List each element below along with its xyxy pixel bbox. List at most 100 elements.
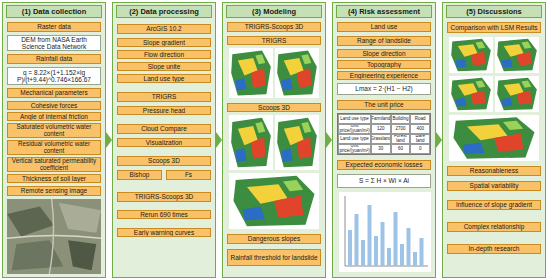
process-box: Visualization [117, 138, 211, 147]
process-box: Thickness of soil layer [7, 174, 101, 183]
box-label: Visualization [146, 139, 182, 146]
stage-heading: (2) Data processing [116, 5, 212, 18]
process-box: Complex relationship [447, 222, 541, 232]
box-label: Early warning curves [134, 229, 194, 236]
process-box: Raster data [7, 22, 101, 32]
box-label: Slope gradient [143, 39, 185, 46]
table-cell: Forest land [391, 134, 411, 144]
model-maps [229, 48, 319, 229]
box-label: Remote sensing image [21, 187, 87, 194]
process-box: Comparison with LSM Results [447, 22, 541, 33]
remote-sensing-picture [7, 199, 101, 274]
box-label: Residual volumetric water content [10, 141, 98, 155]
formula-box: S = Σ H × Wi × Ai [337, 174, 431, 188]
table-cell: Unit price/(yuan/m²) [338, 124, 371, 134]
flow-arrow [106, 132, 112, 148]
stage-heading: (5) Discussions [446, 5, 542, 18]
box-label: Land use type [144, 75, 185, 82]
table-cell: 60 [391, 144, 411, 154]
column-ground [2, 2, 546, 278]
process-box: Mechanical parameters [7, 88, 101, 98]
box-label: Rerun 690 times [140, 211, 188, 218]
process-box: Rerun 690 times [117, 210, 211, 219]
box-label: Dangerous slopes [248, 235, 300, 242]
box-label: Saturated volumetric water content [10, 124, 98, 138]
box-label: Complex relationship [464, 223, 525, 230]
process-box: Influence of slope gradient [447, 200, 541, 210]
flow-arrow [326, 132, 332, 148]
box-label: Slope direction [363, 50, 406, 57]
formula-box: Lmax = 2·(H1 − H2) [337, 83, 431, 95]
process-box: Engineering experience [337, 71, 431, 80]
box-label: Scoops 3D [148, 157, 180, 164]
table-cell: Grassland [371, 134, 391, 144]
stage-panel: (5) DiscussionsComparison with LSM Resul… [442, 2, 546, 278]
flow-arrow [436, 132, 442, 148]
box-label: TRIGRS [262, 37, 287, 44]
box-label: Vertical saturated permeability coeffici… [10, 158, 98, 172]
box-label: Cohesive forces [31, 102, 78, 109]
process-box: Angle of internal friction [7, 112, 101, 121]
stage-heading: (4) Risk assessment [336, 5, 432, 18]
process-box: Bishop [117, 170, 162, 180]
stage-heading: (1) Data collection [6, 5, 102, 18]
table-cell: 30 [371, 144, 391, 154]
process-box: Cloud Compare [117, 124, 211, 134]
process-box: TRIGRS [117, 92, 211, 102]
box-label: TRIGRS-Scoops 3D [135, 193, 194, 200]
process-box: Range of landslide [337, 36, 431, 46]
box-label: Angle of internal friction [20, 113, 88, 120]
table-cell: 120 [371, 124, 391, 134]
process-box: Residual volumetric water content [7, 140, 101, 155]
table-cell: Farmland [371, 114, 391, 124]
table-cell: Unit price/(yuan/m²) [338, 144, 371, 154]
process-box: Dangerous slopes [227, 234, 321, 244]
formula-box: q = 8.22×(1+1.152×lg P)/(t+9.44)^0.746×1… [7, 67, 101, 85]
box-label: TRIGRS [152, 93, 177, 100]
process-box: Land use [337, 22, 431, 32]
stage-panel: (3) ModelingTRIGRS-Scoops 3D TRIGRS Scoops… [222, 2, 326, 278]
process-box: Cohesive forces [7, 101, 101, 110]
table-cell: Bare land [410, 134, 430, 144]
box-label: Pressure head [143, 107, 185, 114]
process-box: Slope gradient [117, 38, 211, 47]
process-box: Land use type [117, 74, 211, 83]
box-label: q = 8.22×(1+1.152×lg P)/(t+9.44)^0.746×1… [10, 69, 98, 83]
process-box: TRIGRS-Scoops 3D [227, 22, 321, 32]
process-box: TRIGRS-Scoops 3D [117, 192, 211, 202]
stage-panel: (2) Data processingArcGIS 10.2Slope grad… [112, 2, 216, 278]
box-label: Expected economic losses [346, 161, 423, 168]
box-label: Flow direction [144, 51, 184, 58]
box-label: In-depth research [469, 245, 520, 252]
table-cell: Land use type [338, 114, 371, 124]
box-label: Spatial variability [470, 182, 519, 189]
formula-box: DEM from NASA Earth Science Data Network [7, 35, 101, 51]
process-box: Pressure head [117, 106, 211, 115]
table-cell: Land use type [338, 134, 371, 144]
process-box: Flow direction [117, 50, 211, 59]
process-box: Saturated volumetric water content [7, 123, 101, 138]
flow-arrow [216, 132, 222, 148]
table-cell: 2700 [391, 124, 411, 134]
table-cell: Road [410, 114, 430, 124]
box-label: Topography [367, 61, 401, 68]
process-box: Slope unite [117, 62, 211, 71]
price-table: Land use typeFarmlandBuildingRoadUnit pr… [337, 113, 431, 155]
box-label: Reasonableness [470, 167, 518, 174]
box-label: S = Σ H × Wi × Ai [359, 177, 409, 184]
stage-heading: (3) Modeling [226, 5, 322, 18]
box-label: Scoops 3D [258, 104, 290, 111]
box-label: DEM from NASA Earth Science Data Network [10, 36, 98, 50]
process-box: Scoops 3D [227, 103, 321, 112]
process-box: Early warning curves [117, 228, 211, 237]
box-label: Engineering experience [350, 72, 418, 79]
process-box: Slope direction [337, 49, 431, 58]
comparison-maps [449, 37, 539, 161]
box-label: Rainfall data [36, 55, 72, 62]
box-label: Lmax = 2·(H1 − H2) [355, 85, 412, 92]
process-box: Remote sensing image [7, 186, 101, 196]
process-box: Topography [337, 60, 431, 69]
table-cell: 0 [410, 144, 430, 154]
process-box: Rainfall threshold for landslide [227, 249, 321, 266]
bar-chart [339, 192, 431, 272]
